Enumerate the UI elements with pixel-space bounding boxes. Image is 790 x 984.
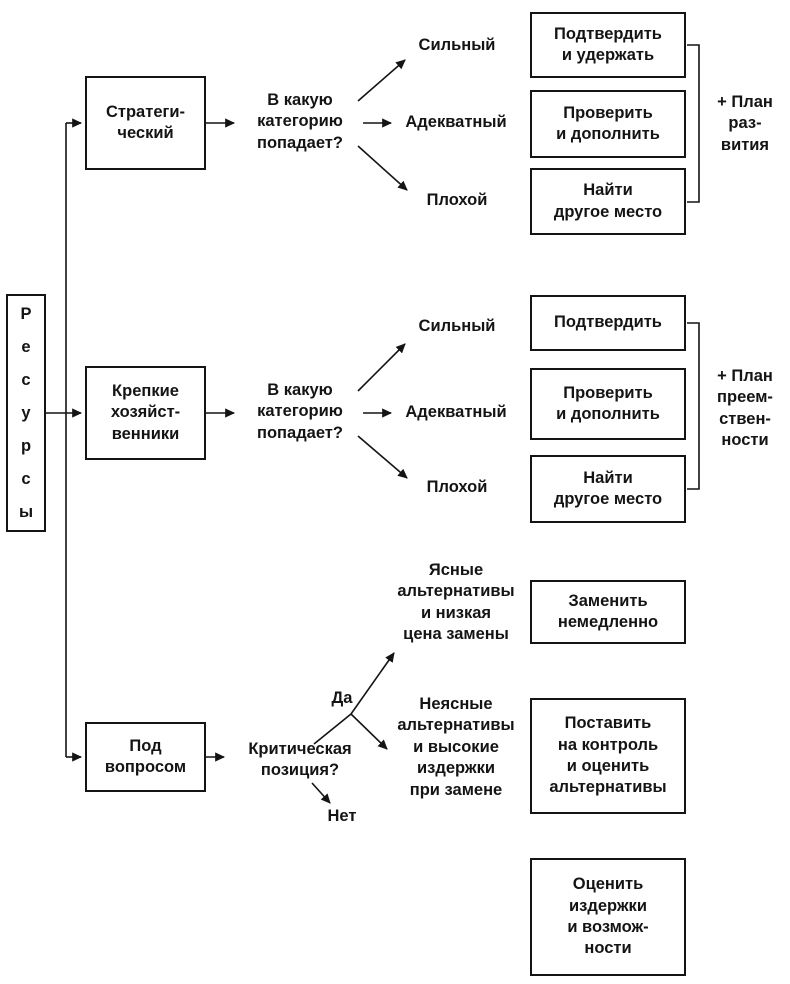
node-branch-strategic: Стратеги- ческий <box>85 76 206 170</box>
node-branch-solid-managers: Крепкие хозяйст- венники <box>85 366 206 460</box>
root-branch-connectors <box>46 118 83 762</box>
action-verify-supplement-2: Проверить и дополнить <box>530 368 686 440</box>
question2-fan-arrows <box>357 343 408 479</box>
question-category-strategic: В какую категорию попадает? <box>257 91 343 152</box>
plan-succession-label: + План преем- ствен- ности <box>717 367 773 450</box>
branch-to-question-arrows <box>206 118 236 762</box>
outcome-poor-2: Плохой <box>426 478 488 496</box>
plan-bracket-1 <box>687 44 700 203</box>
node-resources: Р е с у р с ы <box>6 294 46 532</box>
action-confirm: Подтвердить <box>530 295 686 351</box>
outcome-adequate-2: Адекватный <box>405 403 507 421</box>
question3-branch-arrows <box>311 652 395 804</box>
outcome-poor-1: Плохой <box>426 191 488 209</box>
action-find-other-place-2: Найти другое место <box>530 455 686 523</box>
action-monitor-evaluate: Поставить на контроль и оценить альтерна… <box>530 698 686 814</box>
outcome-strong-1: Сильный <box>418 36 496 54</box>
outcome-adequate-1: Адекватный <box>405 113 507 131</box>
question-critical-position: Критическая позиция? <box>248 740 352 780</box>
case-clear-alternatives: Ясные альтернативы и низкая цена замены <box>397 561 515 644</box>
action-assess-costs: Оценить издержки и возмож- ности <box>530 858 686 976</box>
action-confirm-retain: Подтвердить и удержать <box>530 12 686 78</box>
node-branch-questionable: Под вопросом <box>85 722 206 792</box>
plan-development-label: + План раз- вития <box>717 93 773 154</box>
plan-bracket-2 <box>687 322 700 490</box>
no-label: Нет <box>327 807 357 825</box>
yes-label: Да <box>331 689 353 707</box>
action-verify-supplement-1: Проверить и дополнить <box>530 90 686 158</box>
question-category-solid: В какую категорию попадает? <box>257 381 343 442</box>
case-unclear-alternatives: Неясные альтернативы и высокие издержки … <box>397 695 515 799</box>
outcome-strong-2: Сильный <box>418 317 496 335</box>
question1-fan-arrows <box>357 59 408 191</box>
action-replace-immediately: Заменить немедленно <box>530 580 686 644</box>
action-find-other-place-1: Найти другое место <box>530 168 686 235</box>
